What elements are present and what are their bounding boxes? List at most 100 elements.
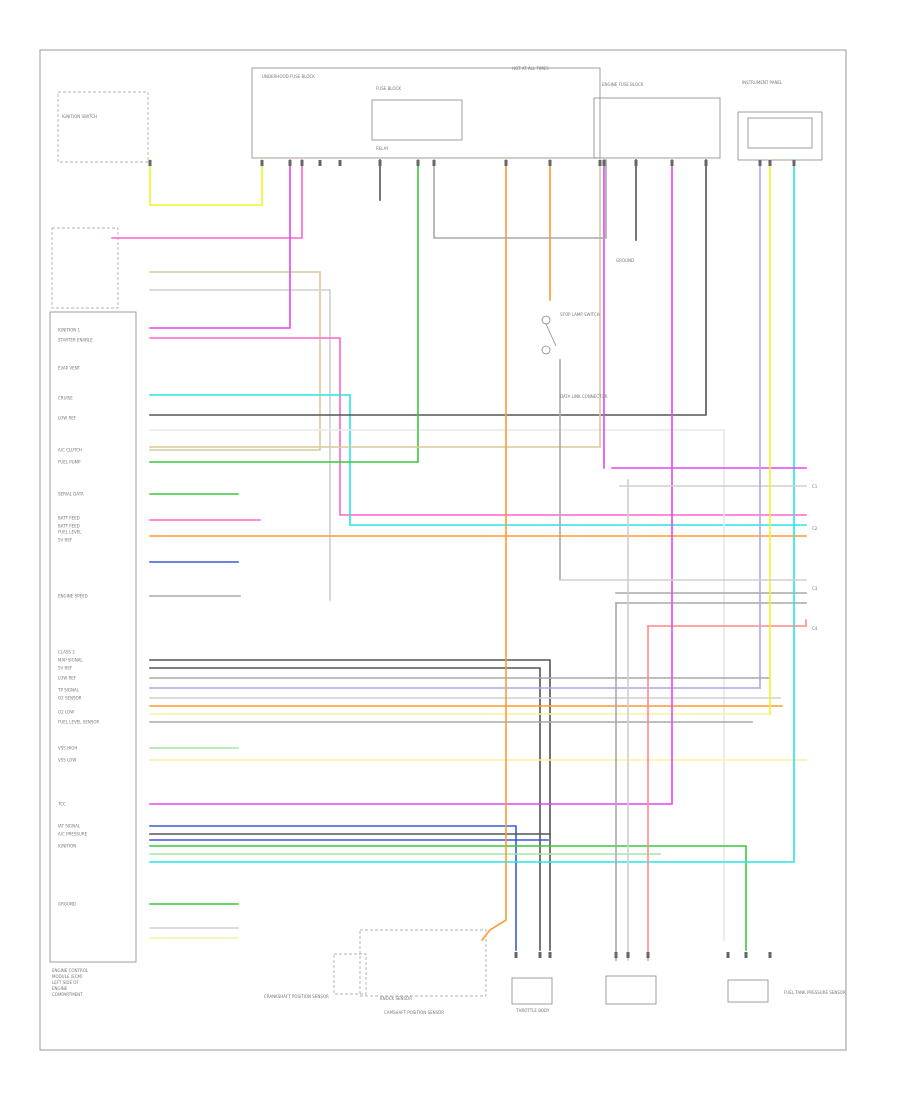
top-pin-4	[318, 160, 322, 166]
wire-magenta-29	[149, 159, 673, 805]
component-label-4: HOT AT ALL TIMES	[512, 66, 549, 71]
wire-orange-47	[480, 159, 507, 942]
wire-dark-gray-20	[149, 667, 541, 951]
module-box	[605, 975, 657, 1005]
ecm-label-3: ENGINE	[52, 986, 68, 991]
top-pin-2	[288, 160, 292, 166]
bottom-pin-6	[726, 952, 730, 958]
top-pin-6	[378, 160, 382, 166]
ecm-pin-label-14: MAP SIGNAL	[58, 658, 83, 663]
ecm-pin-label-21: VSS HIGH	[58, 746, 77, 751]
component-label-6: INSTRUMENT PANEL	[742, 80, 783, 85]
stop-lamp-switch	[541, 315, 551, 325]
ecm-pin-label-1: STARTER ENABLE	[58, 338, 93, 343]
wire-yellow-0	[149, 159, 263, 206]
wire-salmon-18	[647, 619, 807, 627]
ecm-pin-label-8: BATT FEED	[58, 516, 80, 521]
ignition-switch-box	[57, 91, 149, 163]
ecm-pin-label-16: LOW REF	[58, 676, 77, 681]
wire-tan-10	[149, 159, 601, 448]
top-pin-0	[148, 160, 152, 166]
top-pin-15	[704, 160, 708, 166]
ecm-pin-label-19: O2 LOW	[58, 710, 74, 715]
component-labels: IGNITION SWITCH UNDERHOOD FUSE BLOCK FUSE …	[62, 66, 846, 1015]
ecm-label-1: MODULE (ECM)	[52, 974, 83, 979]
top-pin-14	[670, 160, 674, 166]
top-pin-13	[634, 160, 638, 166]
component-label-1: UNDERHOOD FUSE BLOCK	[262, 74, 315, 79]
ecm-pin-label-10: FUEL LEVEL	[58, 530, 82, 535]
fuel-tank-sensor-box	[727, 979, 769, 1003]
wire-tan-2	[149, 271, 321, 451]
ecm-pin-label-3: CRUISE	[58, 396, 73, 401]
connector-tag-c4: C4	[812, 626, 818, 631]
bottom-pin-7	[744, 952, 748, 958]
wire-magenta-4	[149, 159, 291, 329]
throttle-body-box	[359, 929, 487, 997]
ecm-pin-label-22: VSS LOW	[58, 758, 76, 763]
component-label-0: IGNITION SWITCH	[62, 114, 97, 119]
component-label-7: GROUND	[616, 258, 634, 263]
ecm-label-2: LEFT SIDE OF	[52, 980, 79, 985]
connector-tag-c2: C2	[812, 526, 818, 531]
wire-light-gray-3	[149, 289, 331, 601]
ecm-pin-label-5: A/C CLUTCH	[58, 448, 82, 453]
bottom-pin-5	[646, 952, 650, 958]
wire-harness	[111, 159, 807, 961]
vss-sensor-box	[511, 977, 553, 1005]
component-label-14: FUEL TANK PRESSURE SENSOR	[784, 990, 846, 995]
wire-green-9	[149, 159, 419, 463]
top-pin-5	[338, 160, 342, 166]
component-label-13: THROTTLE BODY	[515, 1008, 550, 1013]
wire-pink-5	[149, 337, 807, 516]
wire-dark-gray-19	[149, 659, 551, 951]
top-pin-1	[260, 160, 264, 166]
top-pin-9	[504, 160, 508, 166]
ecm-pin-label-13: CLASS 2	[58, 650, 75, 655]
wire-dark-gray-7	[149, 159, 707, 416]
wire-white-8	[149, 429, 725, 941]
ipc-inner-box	[747, 117, 813, 149]
component-label-9: DATA LINK CONNECTOR	[560, 394, 608, 399]
engine-fuse-block-box	[593, 97, 721, 159]
stop-lamp-link	[545, 323, 557, 347]
relay-box	[371, 99, 463, 141]
underhood-fuse-block-box	[251, 67, 601, 159]
bottom-pin-3	[614, 952, 618, 958]
wire-green-33	[149, 845, 747, 951]
top-pin-7	[416, 160, 420, 166]
ecm-pin-label-6: FUEL PUMP	[58, 460, 81, 465]
stop-lamp-contact	[541, 345, 551, 355]
bottom-pin-0	[514, 952, 518, 958]
top-pin-8	[432, 160, 436, 166]
ecm-pin-label-25: A/C PRESSURE	[58, 832, 88, 837]
ecm-pin-label-15: 5V REF	[58, 666, 73, 671]
top-pin-17	[768, 160, 772, 166]
ecm-pin-label-27: GROUND	[58, 902, 76, 907]
ecm-pin-label-11: 5V REF	[58, 538, 73, 543]
top-pin-3	[300, 160, 304, 166]
ecm-connector-block	[49, 311, 137, 963]
top-pin-18	[792, 160, 796, 166]
bottom-pin-1	[538, 952, 542, 958]
component-label-2: FUSE BLOCK	[376, 86, 401, 91]
top-pin-16	[758, 160, 762, 166]
ecm-pin-label-4: LOW REF	[58, 416, 77, 421]
instrument-panel-box	[737, 111, 823, 161]
bottom-pin-8	[768, 952, 772, 958]
component-label-10: CRANKSHAFT POSITION SENSOR	[264, 994, 329, 999]
ecm-pin-label-7: SERIAL DATA	[58, 492, 84, 497]
top-pin-10	[548, 160, 552, 166]
ecm-label-4: COMPARTMENT	[52, 992, 83, 997]
ecm-pin-label-0: IGNITION 1	[58, 328, 80, 333]
ecm-pin-label-17: TP SIGNAL	[57, 688, 80, 693]
connector-tag-c1: C1	[812, 484, 818, 489]
bottom-pin-4	[626, 952, 630, 958]
bottom-pin-2	[548, 952, 552, 958]
component-label-12: CAMSHAFT POSITION SENSOR	[384, 1010, 444, 1015]
ecm-pin-label-24: IAT SIGNAL	[58, 824, 81, 829]
ecm-pin-label-20: FUEL LEVEL SENSOR	[58, 720, 100, 725]
diagram-frame	[39, 49, 847, 1051]
